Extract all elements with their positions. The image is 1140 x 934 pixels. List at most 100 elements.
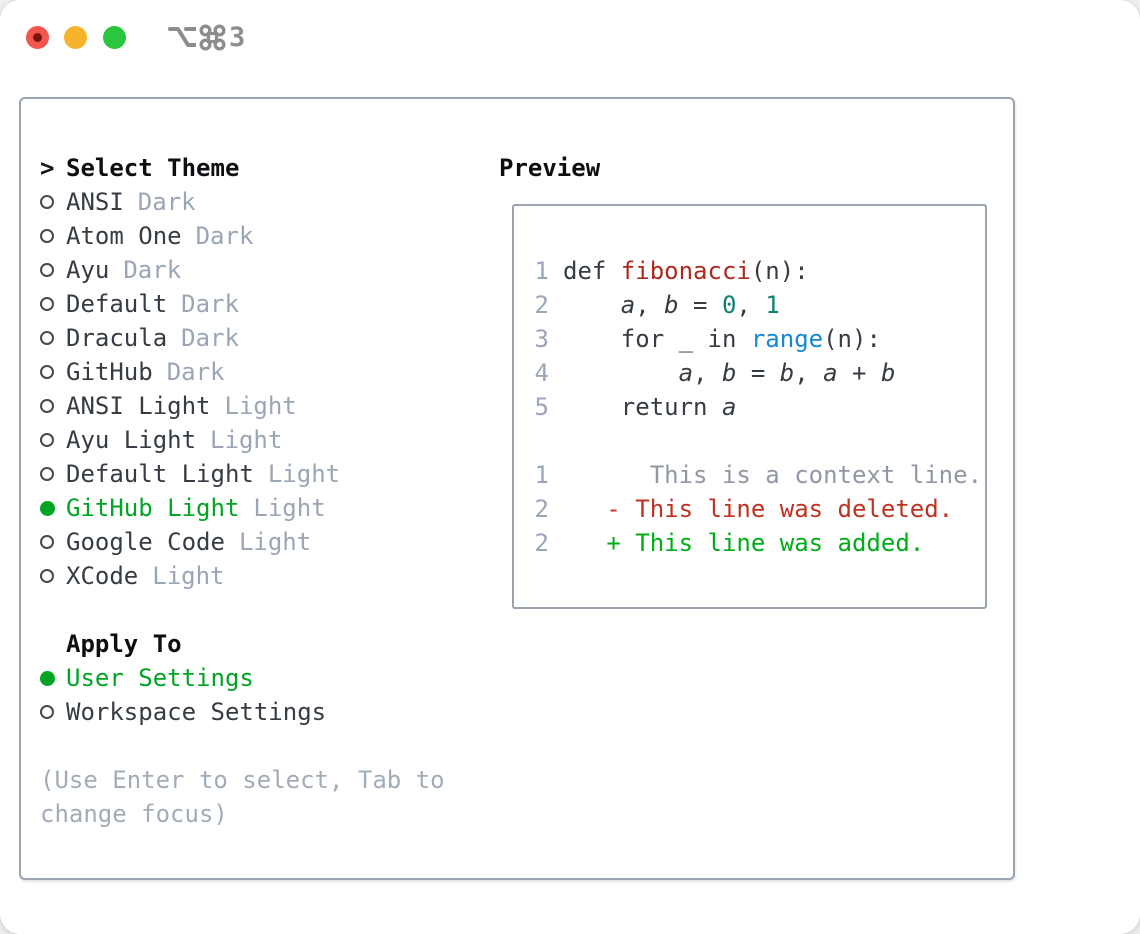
radio-icon [40, 195, 66, 209]
cursor-icon: > [40, 154, 55, 182]
radio-icon [40, 705, 66, 719]
code-text: a, b = b, a + b [678, 359, 896, 387]
spacer [40, 593, 445, 627]
theme-variant-tag: Light [152, 562, 225, 590]
preview-line: 3 for _ in range(n): [534, 322, 985, 356]
theme-option-ansi-light-light[interactable]: ANSI Light Light [40, 389, 445, 423]
line-number: 5 [534, 393, 549, 421]
theme-name: Dracula [66, 324, 168, 352]
apply-to-title: Apply To [66, 630, 182, 658]
radio-icon [40, 399, 66, 413]
command-key-icon [199, 23, 226, 51]
theme-name: ANSI [66, 188, 124, 216]
radio-icon [40, 569, 66, 583]
theme-option-github-dark[interactable]: GitHub Dark [40, 355, 445, 389]
theme-option-default-light-light[interactable]: Default Light Light [40, 457, 445, 491]
theme-variant-tag: Light [238, 528, 312, 556]
theme-variant-tag: Dark [181, 324, 239, 352]
theme-name: Ayu Light [66, 426, 197, 454]
theme-variant-tag: Light [267, 460, 341, 488]
code-text: return a [563, 393, 737, 421]
preview-line: 1 This is a context line. [534, 458, 985, 492]
zoom-button[interactable] [103, 26, 126, 49]
preview-title: Preview [499, 154, 601, 182]
radio-icon [40, 229, 66, 243]
theme-variant-tag: Light [224, 392, 297, 420]
radio-icon [40, 263, 66, 277]
preview-line [534, 424, 985, 458]
code-text: - This line was deleted. [563, 495, 954, 523]
theme-variant-tag: Dark [166, 358, 225, 386]
hint-text: (Use Enter to select, Tab to change focu… [40, 763, 445, 831]
line-number: 2 [534, 529, 549, 557]
theme-name: ANSI Light [66, 392, 211, 420]
apply-to-header: Apply To [40, 627, 445, 661]
line-number: 2 [534, 291, 549, 319]
radio-icon [40, 535, 66, 549]
theme-name: Default Light [66, 460, 254, 488]
line-number: 2 [534, 495, 549, 523]
preview-line: 5 return a [534, 390, 985, 424]
hint-line-2: change focus) [40, 800, 228, 828]
code-text: for _ in range(n): [563, 325, 881, 353]
theme-option-ayu-light-light[interactable]: Ayu Light Light [40, 423, 445, 457]
radio-icon [40, 433, 66, 447]
line-number: 3 [534, 325, 549, 353]
apply-option-user-settings[interactable]: User Settings [40, 661, 445, 695]
theme-name: Atom One [66, 222, 182, 250]
theme-name: Default [66, 290, 168, 318]
theme-variant-tag: Dark [181, 290, 239, 318]
theme-option-github-light-light[interactable]: GitHub Light Light [40, 491, 445, 525]
theme-option-google-code-light[interactable]: Google Code Light [40, 525, 445, 559]
theme-option-xcode-light[interactable]: XCode Light [40, 559, 445, 593]
radio-icon [40, 331, 66, 345]
theme-variant-tag: Dark [195, 222, 254, 250]
theme-option-ansi-dark[interactable]: ANSI Dark [40, 185, 445, 219]
hint-line-1: (Use Enter to select, Tab to [40, 766, 445, 794]
code-text: def fibonacci(n): [563, 257, 809, 285]
theme-option-dracula-dark[interactable]: Dracula Dark [40, 321, 445, 355]
code-text: + This line was added. [563, 529, 925, 557]
line-number: 1 [534, 461, 549, 489]
select-theme-header: > Select Theme [40, 151, 445, 185]
radio-selected-icon [40, 670, 66, 686]
option-key-icon [168, 27, 196, 47]
shortcut-number: 3 [229, 21, 246, 53]
window-title: 3 [168, 21, 246, 53]
theme-name: GitHub [66, 358, 153, 386]
code-text: a, b = 0, 1 [620, 291, 780, 319]
theme-option-atom-one-dark[interactable]: Atom One Dark [40, 219, 445, 253]
preview-line: 2 a, b = 0, 1 [534, 288, 985, 322]
apply-option-label: User Settings [66, 664, 254, 692]
line-number: 1 [534, 257, 549, 285]
theme-name: Ayu [66, 256, 110, 284]
close-button[interactable] [26, 26, 49, 49]
theme-name: XCode [66, 562, 139, 590]
line-number [534, 424, 549, 458]
radio-icon [40, 467, 66, 481]
theme-option-default-dark[interactable]: Default Dark [40, 287, 445, 321]
preview-line: 2 - This line was deleted. [534, 492, 985, 526]
minimize-button[interactable] [64, 26, 87, 49]
select-theme-title: Select Theme [66, 154, 240, 182]
preview-line: 4 a, b = b, a + b [534, 356, 985, 390]
theme-name: Google Code [66, 528, 225, 556]
theme-name: GitHub Light [66, 494, 240, 522]
radio-icon [40, 297, 66, 311]
code-text: This is a context line. [563, 461, 983, 489]
preview-line: 2 + This line was added. [534, 526, 985, 560]
theme-variant-tag: Light [253, 494, 326, 522]
radio-selected-icon [40, 500, 66, 516]
preview-line: 1 def fibonacci(n): [534, 254, 985, 288]
apply-option-workspace-settings[interactable]: Workspace Settings [40, 695, 445, 729]
apply-option-label: Workspace Settings [66, 698, 327, 726]
line-number: 4 [534, 359, 549, 387]
theme-variant-tag: Dark [137, 188, 196, 216]
theme-variant-tag: Light [210, 426, 283, 454]
